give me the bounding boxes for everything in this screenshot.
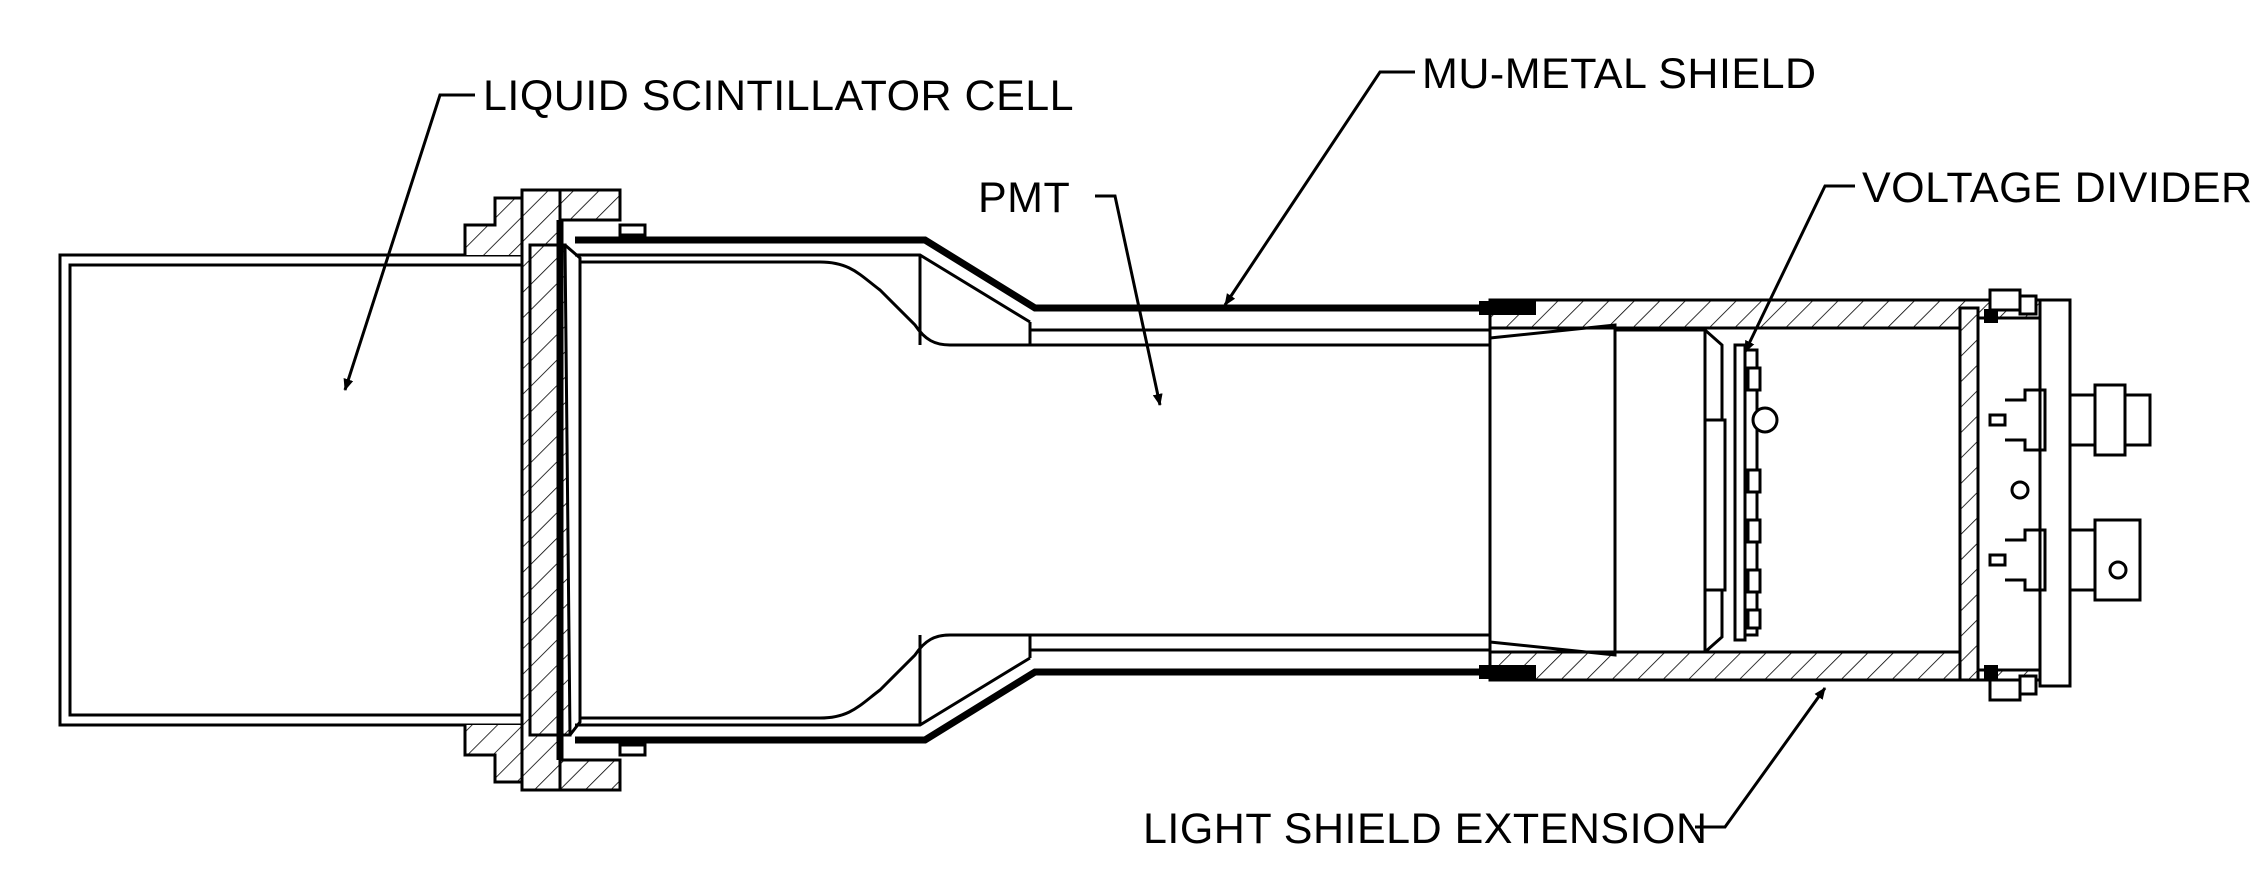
window-flange [520, 188, 647, 792]
label-pmt: PMT [978, 174, 1070, 222]
leader-lines [343, 70, 1855, 829]
label-voltage-divider: VOLTAGE DIVIDER [1862, 164, 2253, 212]
label-liquid-scintillator-cell: LIQUID SCINTILLATOR CELL [483, 72, 1074, 120]
end-cap [1958, 288, 2152, 702]
voltage-divider [1733, 343, 1779, 642]
label-light-shield-extension: LIGHT SHIELD EXTENSION [1143, 805, 1708, 853]
liquid-scintillator-cell [58, 196, 540, 784]
label-mu-metal-shield: MU-METAL SHIELD [1422, 50, 1817, 98]
pmt-base [1613, 328, 1727, 654]
mu-metal-shield [575, 236, 1535, 744]
pmt [578, 255, 1490, 725]
